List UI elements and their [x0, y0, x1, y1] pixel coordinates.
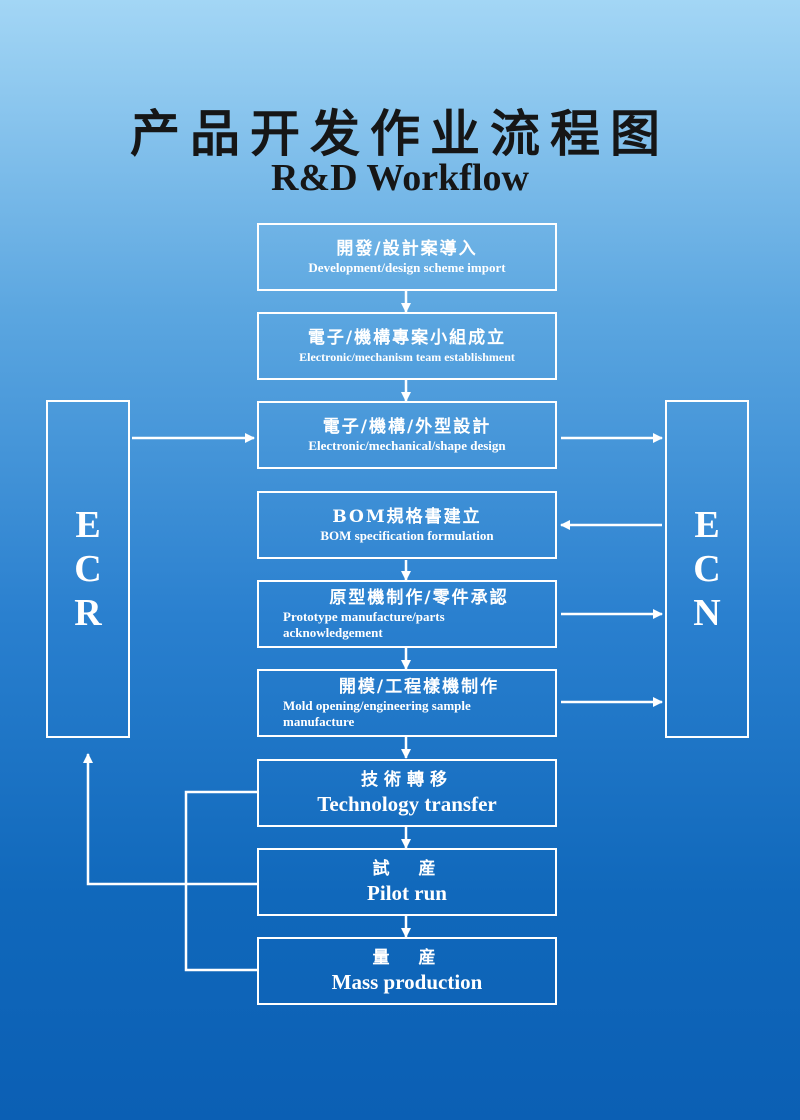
step-label-en: acknowledgement	[283, 625, 383, 640]
step-label-cn: 試 産	[372, 859, 442, 879]
step-mass-production: 量 産 Mass production	[257, 937, 557, 1005]
step-team-establishment: 電子/機構專案小組成立 Electronic/mechanism team es…	[257, 312, 557, 380]
step-development-import: 開發/設計案導入 Development/design scheme impor…	[257, 223, 557, 291]
step-label-en: Development/design scheme import	[308, 260, 506, 275]
title-chinese: 产品开发作业流程图	[130, 105, 670, 163]
step-bom-formulation: BOM規格書建立 BOM specification formulation	[257, 491, 557, 559]
step-label-cn: 開發/設計案導入	[336, 239, 478, 259]
step-label-en: manufacture	[283, 714, 355, 729]
step-label-en: Electronic/mechanical/shape design	[308, 438, 506, 453]
step-label-cn: 開模/工程樣機制作	[338, 677, 500, 697]
step-shape-design: 電子/機構/外型設計 Electronic/mechanical/shape d…	[257, 401, 557, 469]
arrow-pilot-ecr	[83, 753, 257, 886]
step-label-cn: 量 産	[372, 948, 442, 968]
step-label-cn: 電子/機構專案小組成立	[307, 328, 507, 348]
ecr-letter: C	[74, 548, 102, 590]
step-label-cn: BOM規格書建立	[332, 507, 482, 527]
step-label-en: Electronic/mechanism team establishment	[299, 350, 515, 364]
step-mold-opening: 開模/工程樣機制作 Mold opening/engineering sampl…	[257, 669, 557, 737]
step-label-en: Prototype manufacture/parts	[283, 609, 445, 624]
step-pilot-run: 試 産 Pilot run	[257, 848, 557, 916]
step-label-en: Mold opening/engineering sample	[283, 698, 471, 713]
step-technology-transfer: 技術轉移 Technology transfer	[257, 759, 557, 827]
step-label-en: Pilot run	[367, 881, 447, 905]
ecr-letter: R	[74, 592, 102, 634]
step-label-en: Technology transfer	[317, 792, 497, 816]
ecn-letter: E	[694, 504, 720, 546]
ecr-box: E C R	[46, 400, 130, 738]
bracket-transfer-production	[184, 790, 257, 972]
step-prototype: 原型機制作/零件承認 Prototype manufacture/parts a…	[257, 580, 557, 648]
ecn-letter: N	[693, 592, 721, 634]
step-label-en: Mass production	[331, 970, 483, 994]
step-label-cn: 原型機制作/零件承認	[329, 588, 509, 608]
step-label-cn: 技術轉移	[361, 770, 453, 790]
title-english: R&D Workflow	[271, 157, 529, 199]
ecn-letter: C	[693, 548, 721, 590]
step-label-en: BOM specification formulation	[320, 528, 494, 543]
step-label-cn: 電子/機構/外型設計	[322, 417, 492, 437]
ecr-letter: E	[75, 504, 101, 546]
ecn-box: E C N	[665, 400, 749, 738]
